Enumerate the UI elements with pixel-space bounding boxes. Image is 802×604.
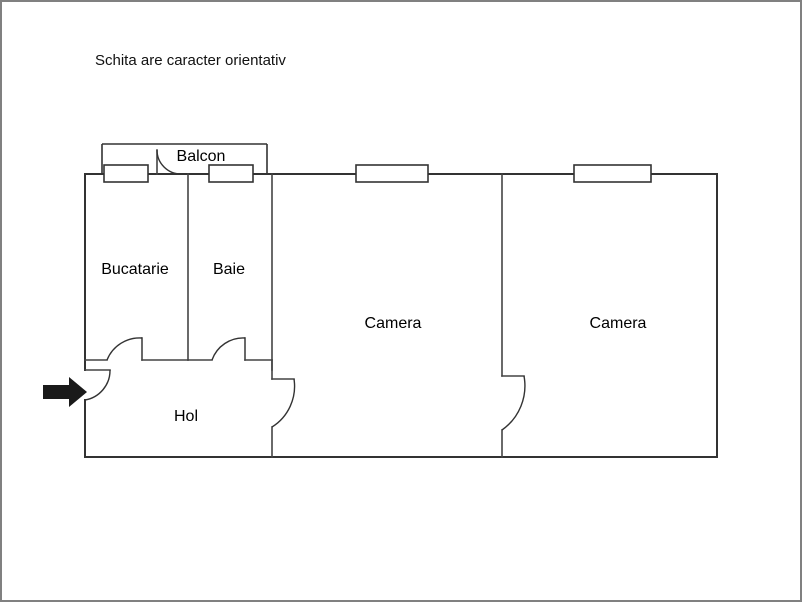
room-label-baie: Baie <box>213 261 245 278</box>
windows <box>103 164 652 183</box>
window-bucatarie <box>103 164 149 183</box>
balcony-outline <box>101 143 268 174</box>
door-entrance <box>84 369 111 401</box>
door-entrance-arc <box>84 369 111 401</box>
balcony-area: Balcon <box>101 143 268 174</box>
door-bucatarie-arc <box>106 337 143 361</box>
entrance-arrow <box>43 377 87 407</box>
room-label-camera-2: Camera <box>590 315 647 332</box>
door-baie-arc <box>211 337 246 361</box>
window-balcon-door <box>208 164 254 183</box>
door-balcon-arc <box>156 149 182 175</box>
room-label-balcon: Balcon <box>177 148 226 165</box>
room-label-hol: Hol <box>174 408 198 425</box>
door-balcon <box>156 149 182 175</box>
room-label-camera-1: Camera <box>365 315 422 332</box>
doors <box>84 149 526 431</box>
room-labels: Bucatarie Baie Camera Camera Hol <box>101 261 646 425</box>
door-bucatarie <box>106 337 143 361</box>
door-camera-1-arc <box>271 378 296 428</box>
interior-walls <box>84 173 503 458</box>
plan-note: Schita are caracter orientativ <box>95 52 286 69</box>
door-camera-1 <box>271 378 296 428</box>
window-camera-2 <box>573 164 652 183</box>
door-baie <box>211 337 246 361</box>
door-camera-2 <box>501 375 526 431</box>
door-camera-2-arc <box>501 375 526 431</box>
entrance-arrow-glyph <box>43 377 87 407</box>
window-camera-1 <box>355 164 429 183</box>
room-label-bucatarie: Bucatarie <box>101 261 169 278</box>
